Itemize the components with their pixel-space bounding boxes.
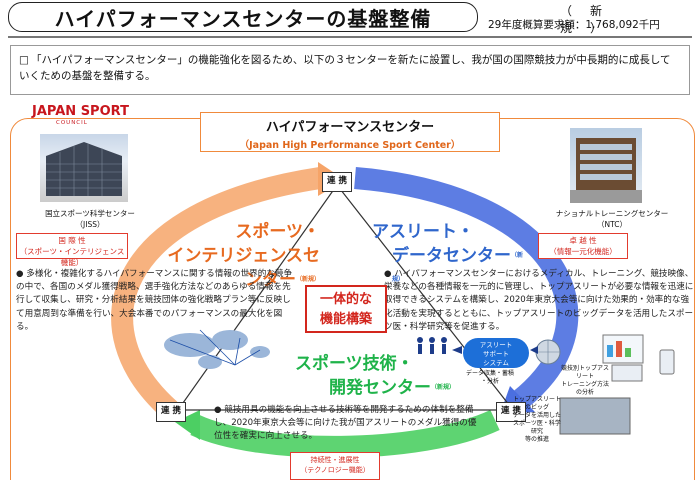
intelligence-center-title: スポーツ・ インテリジェンスセンター（新規） bbox=[160, 220, 320, 292]
data-collection-label: データ収集・蓄積 ・分析 bbox=[465, 370, 514, 385]
data-center-title: アスリート・ データセンター（新規） bbox=[372, 220, 532, 292]
connection-triangle bbox=[176, 183, 515, 411]
training-analysis-note: 競技別トップアスリート トレーニング方法 の分析 bbox=[560, 365, 609, 396]
jsc-logo: JAPAN SPORT bbox=[32, 104, 129, 119]
link-node-right: 連 携 bbox=[496, 402, 526, 422]
square-bullet-icon: □ bbox=[19, 54, 29, 66]
green-arrow bbox=[190, 409, 500, 458]
sustainability-box: 持続性・進展性 （テクノロジー機能） bbox=[290, 452, 380, 480]
orange-arrow bbox=[111, 167, 322, 419]
tech-title-line1: スポーツ技術・ bbox=[295, 354, 414, 374]
ntc-building-photo bbox=[570, 128, 642, 203]
arrow-right-icon bbox=[452, 346, 462, 354]
tablet-icon bbox=[611, 364, 643, 382]
excellence-box: 卓 越 性 （情報一元化機能） bbox=[538, 233, 628, 259]
intelligence-title-line1: スポーツ・ bbox=[235, 222, 320, 242]
phone-icon bbox=[659, 349, 675, 375]
unity-line1: 一体的な bbox=[319, 292, 372, 307]
page-title: ハイパフォーマンスセンターの基盤整備 bbox=[54, 6, 432, 31]
bigdata-research-note: トップアスリートのビッグ データを活用した スポーツ医・科学研究 等の推進 bbox=[512, 396, 561, 443]
title-box: ハイパフォーマンスセンターの基盤整備 bbox=[8, 2, 478, 32]
data-title-line2: データセンター bbox=[392, 246, 511, 266]
arrow-right-icon-2 bbox=[530, 346, 538, 354]
jsc-logo-sub: COUNCIL bbox=[56, 120, 88, 126]
tech-title-line2: 開発センター bbox=[329, 378, 431, 398]
athletes-icon bbox=[417, 337, 447, 354]
data-new-tag: （新規） bbox=[392, 252, 524, 283]
intro-box: □「ハイパフォーマンスセンター」の機能強化を図るため、以下の３センターを新たに設… bbox=[10, 45, 690, 95]
international-box: 国 際 性 （スポーツ・インテリジェンス機能） bbox=[16, 233, 128, 267]
intelligence-title-line2: インテリジェンスセンター bbox=[167, 246, 320, 290]
hpsc-title-en: （Japan High Performance Sport Center） bbox=[239, 140, 461, 151]
hpsc-title-jp: ハイパフォーマンスセンター bbox=[265, 120, 435, 135]
new-label: （新 規） bbox=[560, 4, 681, 35]
unity-line2: 機能構築 bbox=[319, 312, 372, 327]
tech-description: ● 競技用具の機能を向上させる技術等を開発するための体制を整備し、2020年東京… bbox=[214, 405, 477, 442]
link-node-left: 連 携 bbox=[156, 402, 186, 422]
network-lines-icon bbox=[169, 329, 261, 366]
monitor-icon bbox=[602, 334, 644, 364]
world-map-icon bbox=[164, 330, 270, 369]
tech-new-tag: （新規） bbox=[431, 384, 456, 391]
athlete-support-system-pill: アスリート サポート システム bbox=[463, 338, 529, 368]
unity-box: 一体的な 機能構築 bbox=[305, 285, 387, 333]
tech-center-title: スポーツ技術・ 開発センター（新規） bbox=[295, 352, 455, 400]
intelligence-new-tag: （新規） bbox=[295, 276, 320, 283]
header-divider bbox=[8, 36, 692, 38]
blue-arrow bbox=[354, 167, 579, 409]
hpsc-title-box: ハイパフォーマンスセンター （Japan High Performance Sp… bbox=[200, 112, 500, 152]
jiss-building-photo bbox=[40, 134, 128, 202]
intelligence-description: ● 多様化・複雑化するハイパフォーマンスに関する情報の世界的な競争の中で、各国の… bbox=[16, 269, 293, 332]
gym-photo bbox=[559, 397, 631, 435]
ntc-caption: ナショナルトレーニングセンター （NTC） bbox=[555, 209, 669, 229]
green-arrowhead-icon bbox=[175, 410, 200, 440]
globe-grid bbox=[536, 340, 560, 364]
link-node-top: 連 携 bbox=[322, 172, 352, 192]
data-description: ● ハイパフォーマンスセンターにおけるメディカル、トレーニング、競技映像、栄養な… bbox=[384, 269, 694, 332]
intro-text: 「ハイパフォーマンスセンター」の機能強化を図るため、以下の３センターを新たに設置… bbox=[19, 54, 671, 82]
data-title-line1: アスリート・ bbox=[372, 222, 474, 242]
jiss-caption: 国立スポーツ科学センター （JISS） bbox=[45, 209, 135, 229]
budget-amount: 29年度概算要求額：1,768,092千円 bbox=[488, 19, 660, 31]
